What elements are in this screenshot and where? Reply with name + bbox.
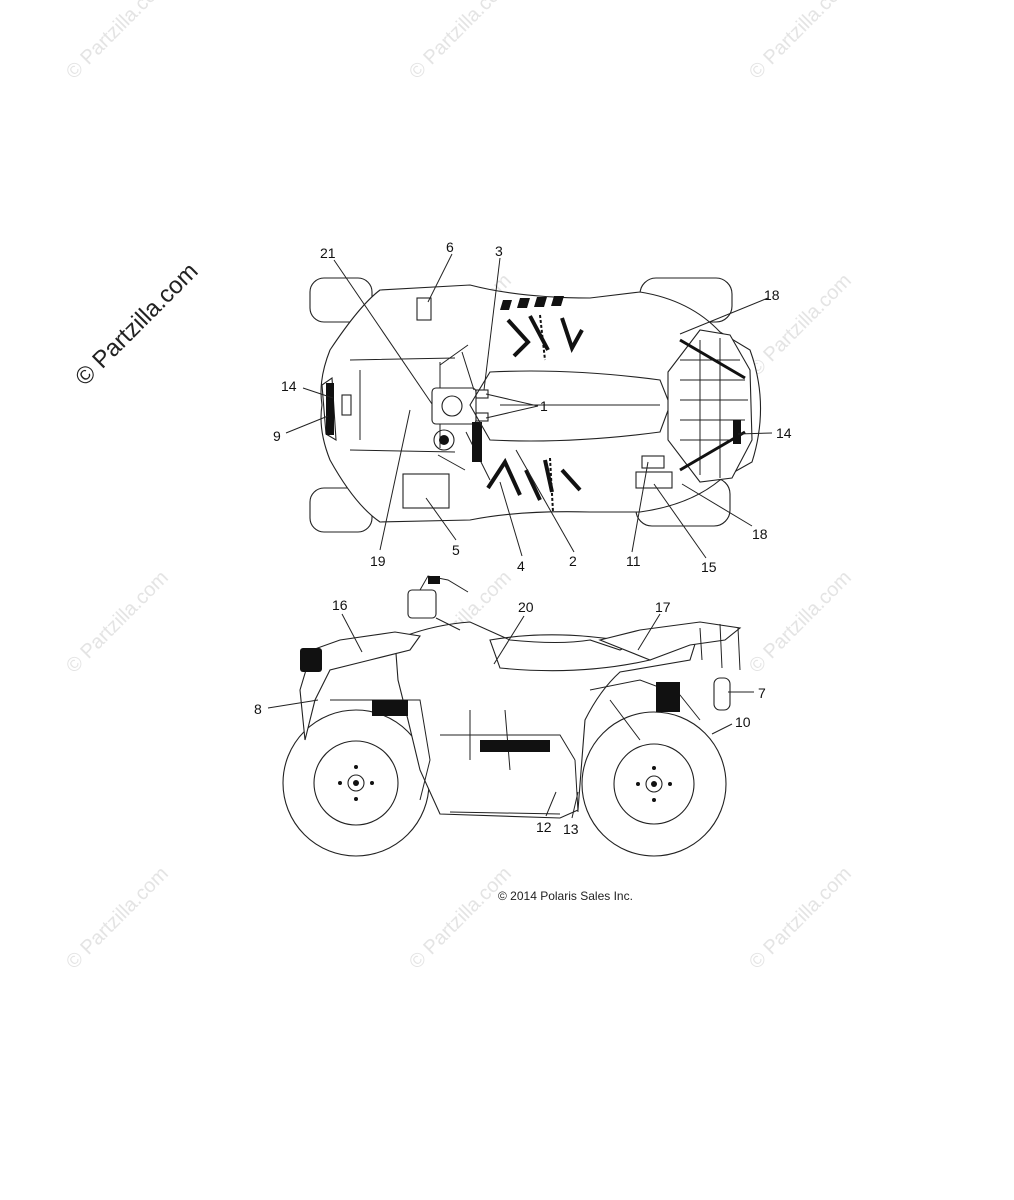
- callout-19: 19: [370, 553, 386, 569]
- side-view-callouts: 16 20 17 8 7 10 12 13: [254, 597, 766, 837]
- callout-2: 2: [569, 553, 577, 569]
- rear-wheel-tire: [581, 711, 727, 857]
- callout-4: 4: [517, 558, 525, 574]
- decal-2-box: [475, 412, 489, 422]
- atv-side-view: [282, 575, 742, 857]
- callout-3: 3: [495, 243, 503, 259]
- rear-light: [713, 677, 731, 711]
- atv-top-view: [309, 277, 762, 533]
- leader-lines: [267, 253, 773, 819]
- callout-21: 21: [320, 245, 336, 261]
- decal-5-box: [402, 473, 450, 509]
- front-headlight: [300, 648, 322, 672]
- callout-14: 14: [281, 378, 297, 394]
- fuel-cap: [433, 429, 455, 451]
- front-decal-plate: [341, 394, 352, 416]
- front-fender: [299, 631, 421, 741]
- callout-10: 10: [735, 714, 751, 730]
- decal-15-box: [635, 471, 673, 489]
- handlebar-center: [441, 395, 463, 417]
- right-side-graphics: [486, 457, 582, 513]
- callout-7: 7: [758, 685, 766, 701]
- copyright-notice: © 2014 Polaris Sales Inc.: [498, 889, 633, 903]
- callout-6: 6: [446, 239, 454, 255]
- callout-17: 17: [655, 599, 671, 615]
- decal-6-box: [416, 297, 432, 321]
- side-headlight-pod: [407, 589, 437, 619]
- callout-1: 1: [540, 398, 548, 414]
- rear-rack: [667, 329, 753, 483]
- callout-8: 8: [254, 701, 262, 717]
- callout-18: 18: [764, 287, 780, 303]
- top-view-callouts: 21 6 3 18 14 9 1 14 19 5 4 2 11 15 18: [273, 239, 792, 575]
- callout-15: 15: [701, 559, 717, 575]
- headlight-pod: [431, 387, 477, 425]
- callout-18-rear: 18: [752, 526, 768, 542]
- callout-12: 12: [536, 819, 552, 835]
- left-side-graphics: [500, 296, 584, 361]
- callout-11: 11: [626, 553, 641, 569]
- seat: [469, 370, 671, 442]
- throttle-grip: [472, 422, 482, 462]
- decal-11-box: [641, 455, 665, 469]
- front-light-bar: [326, 383, 334, 435]
- callout-16: 16: [332, 597, 348, 613]
- atv-body-outline: [320, 284, 762, 523]
- callout-5: 5: [452, 542, 460, 558]
- callout-14-rear: 14: [776, 425, 792, 441]
- callout-13: 13: [563, 821, 579, 837]
- front-wheel-rim: [313, 740, 399, 826]
- rear-fender: [598, 621, 742, 661]
- callout-20: 20: [518, 599, 534, 615]
- callout-9: 9: [273, 428, 281, 444]
- rear-wheel-rim: [613, 743, 695, 825]
